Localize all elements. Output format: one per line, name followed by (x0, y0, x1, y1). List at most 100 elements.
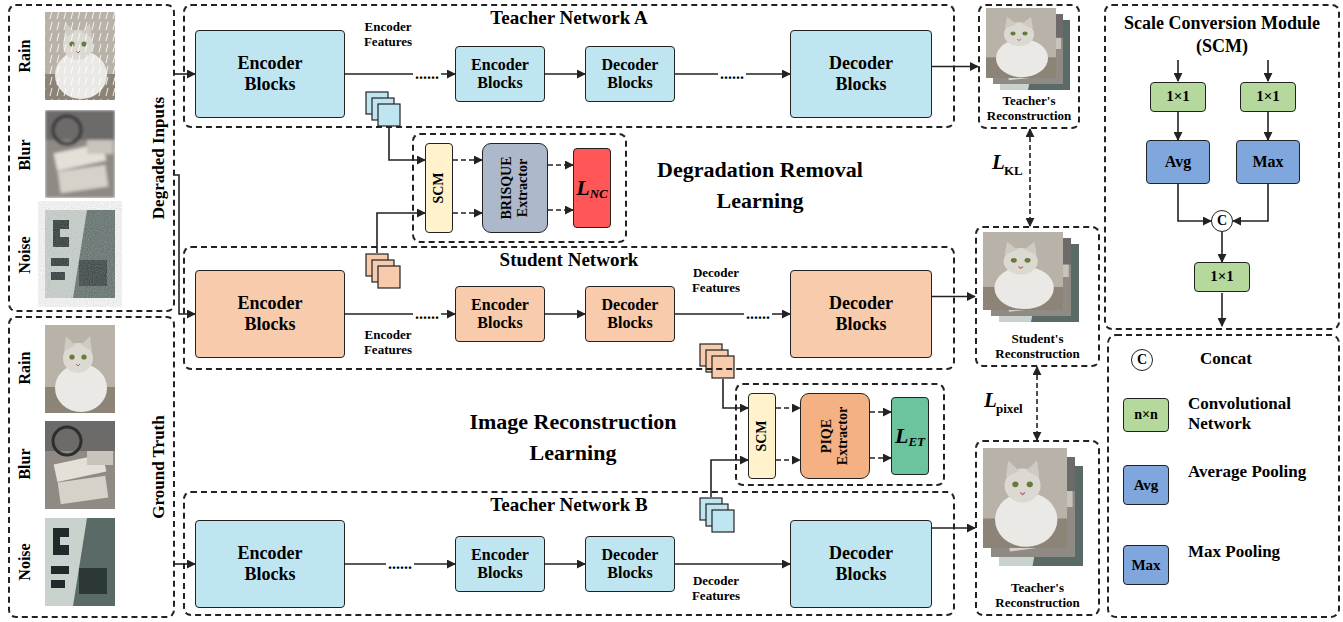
label-holder: ...... (386, 555, 414, 573)
group-frame: Student's Reconstruction (975, 226, 1100, 367)
label-holder: Student Network (185, 249, 953, 271)
connector-line (675, 563, 790, 565)
text-label: Decoder Features (692, 573, 740, 603)
connector-line (776, 459, 800, 461)
label-holder: Teacher Network B (185, 494, 953, 516)
text-label: Encoder Features (364, 19, 412, 49)
node-label: Scale Conversion Module (SCM) (1124, 13, 1320, 56)
connector (1268, 112, 1269, 140)
input-images (45, 12, 115, 298)
connector-line (548, 164, 573, 166)
connector-line (175, 73, 195, 75)
teacher-block: Decoder Blocks (790, 30, 932, 118)
teacher-block: Decoder Blocks (790, 520, 932, 608)
text-label: Decoder Features (692, 265, 740, 295)
legend-text: Max Pooling (1188, 542, 1280, 561)
connector (545, 74, 585, 75)
label-holder: ...... (413, 65, 441, 83)
connector (675, 564, 790, 565)
connector-line (453, 212, 482, 214)
text-label: ...... (744, 305, 772, 322)
text-label: Rain (16, 352, 33, 385)
label-holder: SCM (754, 396, 770, 476)
text-label: Encoder Features (364, 327, 412, 357)
connector-line (545, 313, 585, 315)
connector-line (175, 175, 195, 314)
legend-swatch: C (1131, 349, 1153, 371)
node-label: Decoder Blocks (815, 293, 907, 334)
connector-line (870, 457, 891, 459)
swatch-label: C (1137, 352, 1147, 368)
group-frame: Ground Truth (8, 316, 175, 618)
node-label: Decoder Blocks (590, 296, 670, 333)
group-frame: Teacher Network AEncoder BlocksEncoder B… (183, 4, 955, 128)
text-label: L (992, 150, 1005, 174)
connector (453, 160, 482, 213)
connector-line (545, 563, 585, 565)
label-holder: Image Reconstruction Learning (437, 407, 709, 469)
connector-line (1221, 232, 1223, 262)
student-block: Encoder Blocks (195, 270, 345, 358)
label-holder: Blur (16, 448, 34, 479)
text-label: Noise (16, 236, 33, 273)
node-label: Decoder Blocks (590, 546, 670, 583)
connector (932, 66, 978, 67)
group-frame: Teacher's Reconstruction (978, 4, 1080, 129)
node-label: Encoder Blocks (224, 293, 316, 334)
extractor-box: PIQE Extractor (800, 393, 870, 479)
label-holder: Degraded Inputs (149, 97, 169, 219)
text-label: ...... (413, 305, 441, 322)
connector (548, 165, 573, 210)
swatch-label: Avg (1134, 477, 1159, 494)
node-label: Encoder Blocks (460, 296, 540, 333)
conv-box: 1×1 (1194, 262, 1250, 292)
connector (1222, 232, 1223, 262)
connector (175, 175, 195, 314)
node-label: SCM (754, 420, 769, 451)
group-frame: Teacher Network BEncoder BlocksEncoder B… (183, 491, 955, 616)
teacher-block: Encoder Blocks (195, 30, 345, 118)
legend-text: Concat (1200, 349, 1252, 368)
connector-line (675, 313, 790, 315)
connector (389, 127, 425, 160)
connector (175, 74, 195, 75)
connector (870, 412, 891, 458)
node-label: C (1217, 213, 1227, 229)
label-holder: Noise (16, 236, 34, 273)
scm-box: SCM (748, 393, 776, 479)
concat-circle: C (1211, 210, 1233, 232)
legend-holder: Convolutional Network (1188, 394, 1310, 435)
label-holder: Student's Reconstruction (979, 332, 1096, 362)
label-holder: SCM (431, 146, 447, 230)
ground-truth-images (45, 325, 115, 606)
text-label: Blur (16, 139, 33, 170)
connector-line (548, 209, 573, 211)
label-holder: Teacher's Reconstruction (979, 581, 1096, 611)
node-label: 1×1 (1256, 88, 1280, 105)
node-label: Max (1252, 153, 1283, 171)
connector-line (453, 159, 482, 161)
teacher-block: Decoder Blocks (585, 46, 675, 102)
label-holder: Noise (16, 543, 34, 580)
text-label: ...... (413, 65, 441, 82)
connector-line (1036, 367, 1038, 440)
pool-box: Avg (1146, 140, 1210, 184)
group-frame: Image Reconstruction LearningSCMPIQE Ext… (735, 383, 945, 486)
student-block: Decoder Blocks (585, 286, 675, 342)
label-holder: Scale Conversion Module (SCM) (1122, 12, 1322, 57)
conv-box: 1×1 (1240, 82, 1296, 112)
student-block: Decoder Blocks (790, 270, 932, 358)
group-frame: Degradation Removal LearningSCMBRISQUE E… (412, 133, 627, 243)
legend-swatch: Max (1123, 545, 1169, 585)
node-label: Encoder Blocks (224, 53, 316, 94)
legend-holder: Concat (1200, 349, 1320, 369)
legend-swatch: n×n (1123, 398, 1169, 432)
label-holder: Degradation Removal Learning (642, 155, 878, 217)
text-label: ...... (386, 555, 414, 572)
teacher-block: Decoder Blocks (585, 536, 675, 592)
node-label: Teacher's Reconstruction (987, 93, 1072, 123)
connector-line (932, 66, 978, 68)
label-holder: ...... (413, 305, 441, 323)
node-label: Encoder Blocks (224, 543, 316, 584)
connector-line (1233, 184, 1268, 221)
